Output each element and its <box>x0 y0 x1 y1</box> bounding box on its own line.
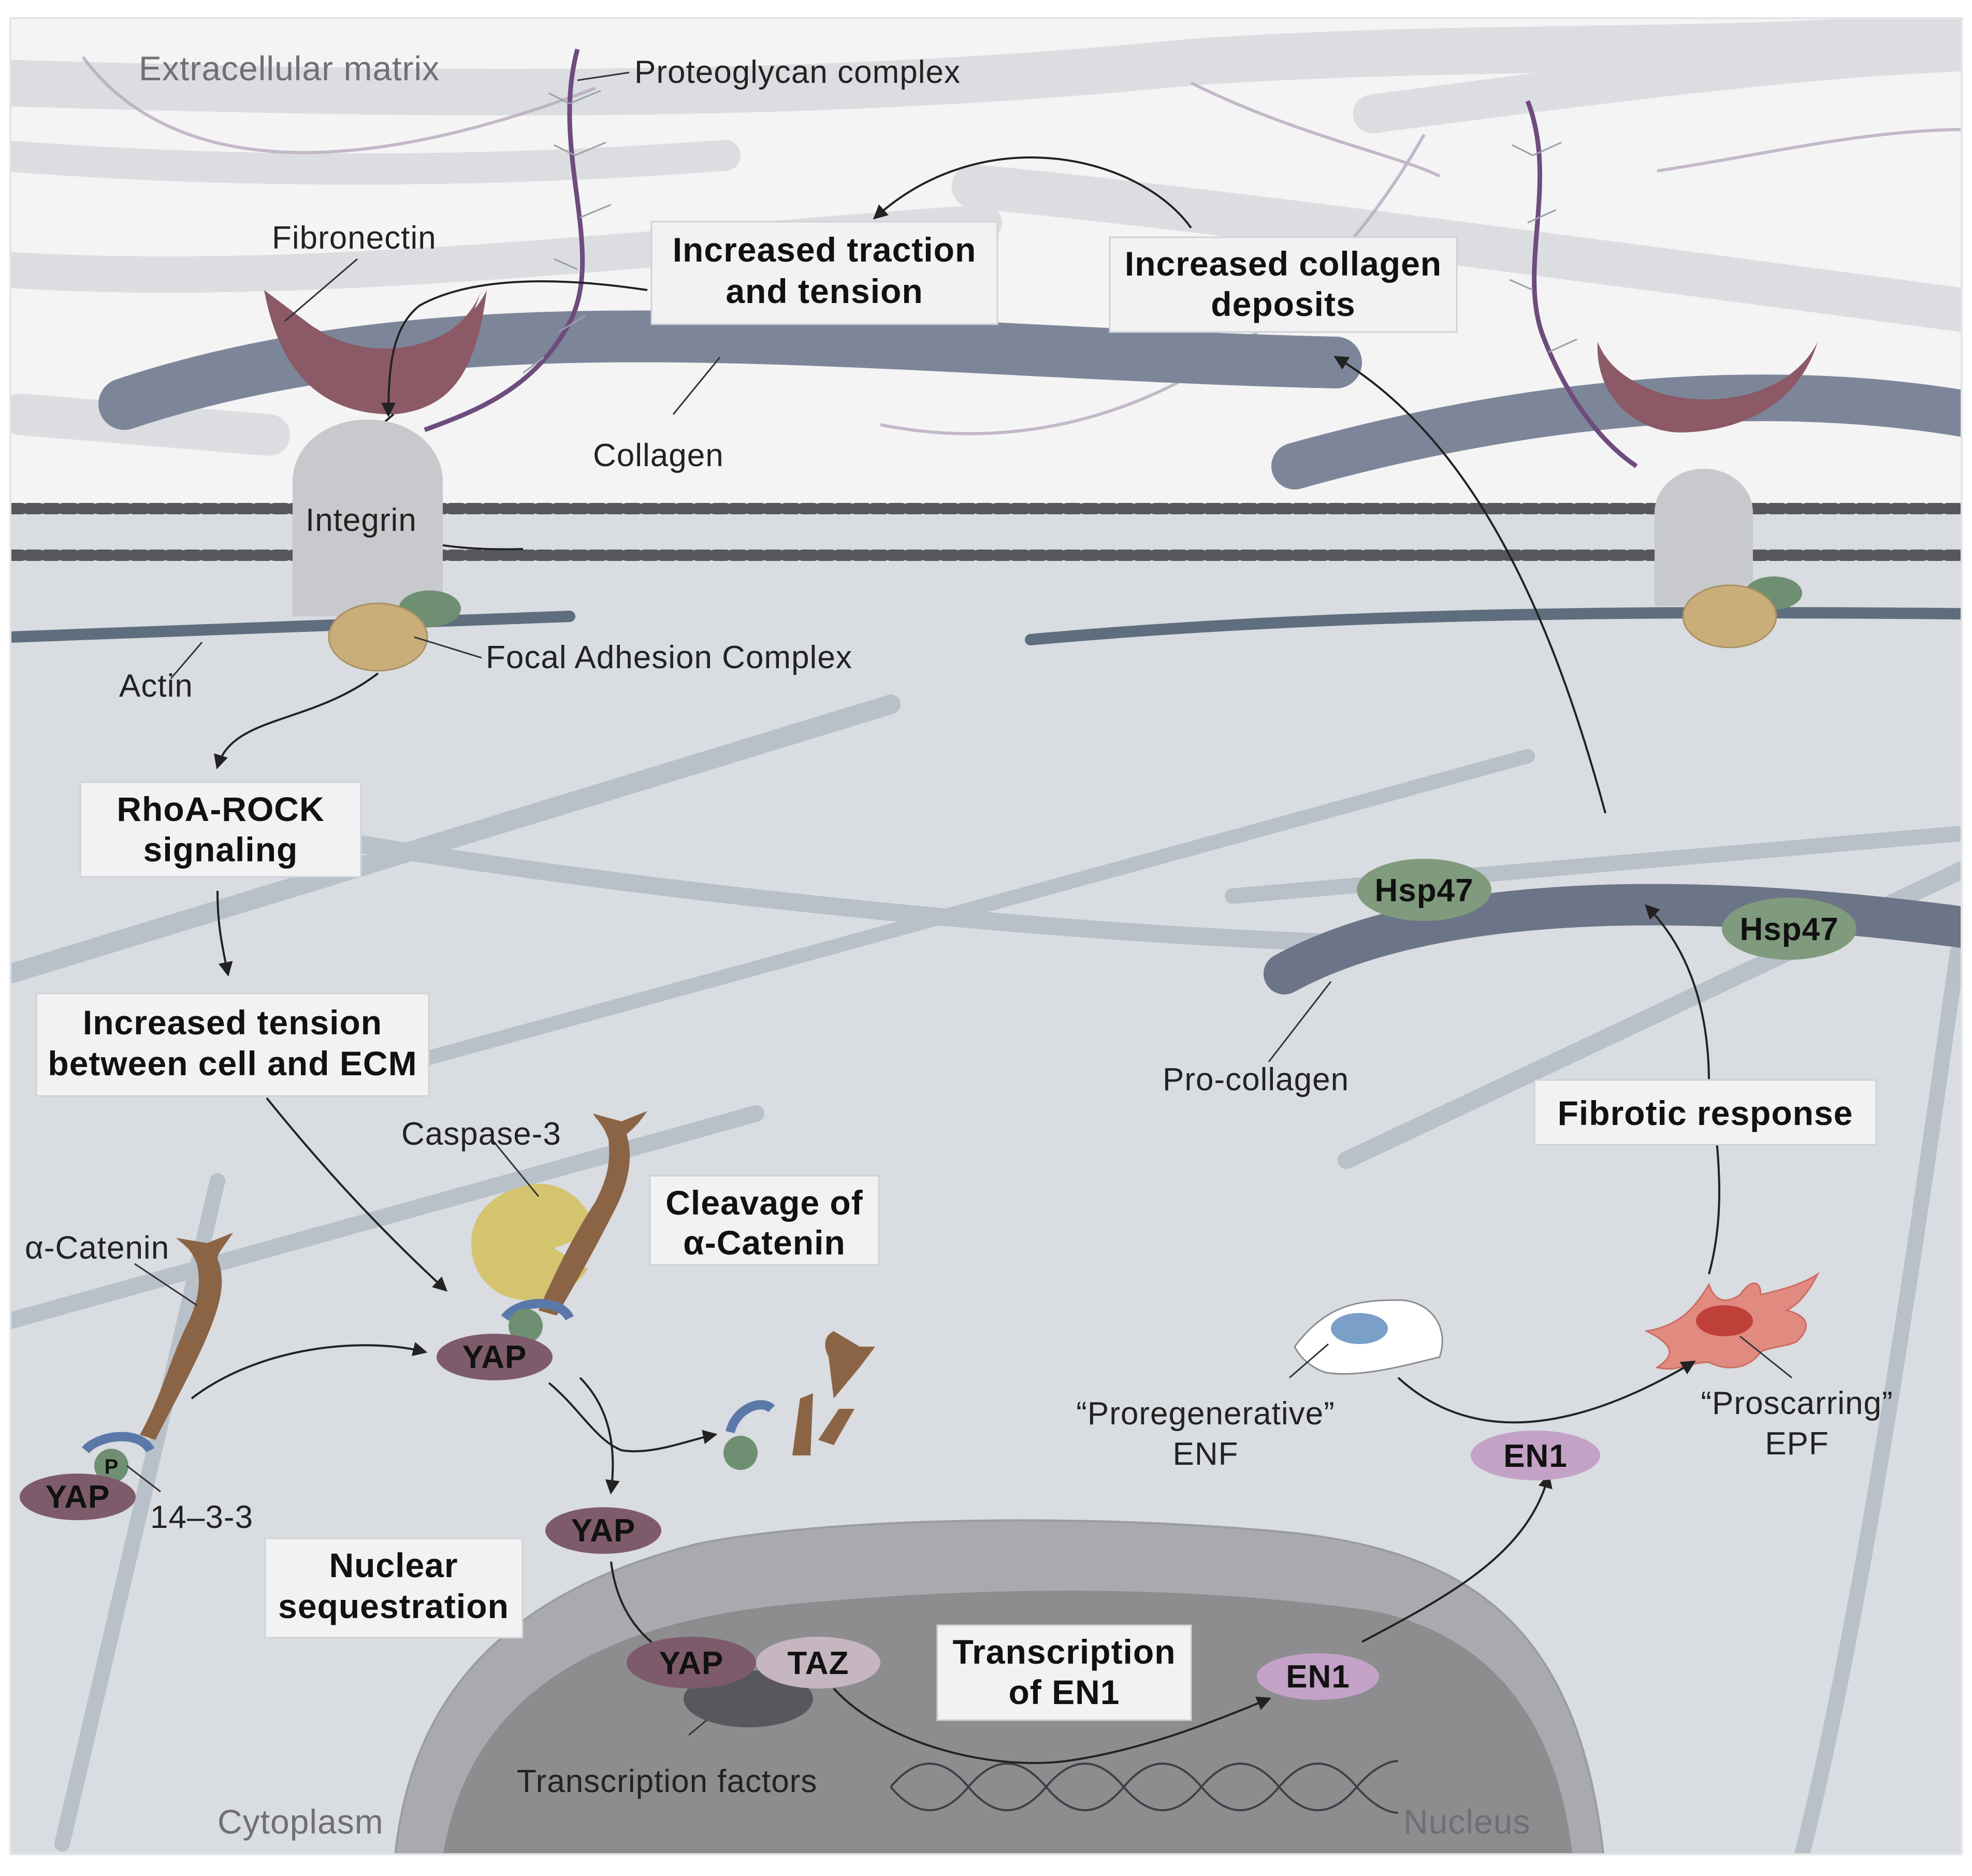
hsp47-left-label: Hsp47 <box>1374 873 1473 908</box>
yap-phospho-site: P <box>105 1455 119 1478</box>
box-transcription: Transcription of EN1 <box>936 1624 1192 1721</box>
box-transcription-line2: of EN1 <box>1008 1673 1120 1711</box>
enf-label-line1: “Proregenerative” <box>1076 1396 1335 1432</box>
box-tension-line2: between cell and ECM <box>48 1044 417 1083</box>
box-cleavage-line1: Cleavage of <box>665 1184 863 1222</box>
collagen-label: Collagen <box>593 438 724 473</box>
14-3-3-label: 14–3-3 <box>150 1499 253 1535</box>
box-tension-ecm: Increased tension between cell and ECM <box>35 992 430 1097</box>
box-rhoa-line2: signaling <box>143 830 298 869</box>
cytoskeleton-fibers <box>10 695 1962 1854</box>
box-tension-line1: Increased tension <box>83 1003 382 1042</box>
yap-nuclear-oval <box>627 1637 756 1689</box>
proteoglycan-complex <box>424 48 1638 468</box>
box-cleavage-line2: α-Catenin <box>683 1223 846 1262</box>
alpha-catenin-shape <box>82 1233 233 1483</box>
box-traction-line1: Increased traction <box>673 230 977 269</box>
actin-filament <box>10 611 575 643</box>
en1-cytoplasm-label: EN1 <box>1503 1438 1568 1474</box>
epf-label-line2: EPF <box>1765 1426 1829 1462</box>
box-collagen-deposits: Increased collagen deposits <box>1109 236 1458 333</box>
taz-label: TAZ <box>788 1646 849 1681</box>
proteoglycan-label: Proteoglycan complex <box>634 54 961 90</box>
hsp47-right-label: Hsp47 <box>1739 912 1838 947</box>
fibronectin-label: Fibronectin <box>272 220 437 256</box>
ecm-region-label: Extracellular matrix <box>139 49 440 88</box>
alpha-catenin-label: α-Catenin <box>25 1230 169 1266</box>
integrin-label: Integrin <box>306 502 417 538</box>
integrin-complex <box>264 290 524 672</box>
focal-adhesion-shape <box>328 602 428 672</box>
box-fibrotic: Fibrotic response <box>1533 1079 1877 1146</box>
yap-nuclear-label: YAP <box>659 1646 724 1681</box>
box-nuclear: Nuclear sequestration <box>264 1537 524 1639</box>
frame-border <box>9 17 1963 1855</box>
collagen-fiber <box>98 310 1362 430</box>
caspase-catenin-shape <box>501 1111 647 1343</box>
actin-filament-right <box>1025 607 1962 645</box>
box-collagen-line1: Increased collagen <box>1125 244 1442 283</box>
yap-taz-complex: YAP TAZ <box>627 1637 880 1727</box>
integrin-complex-right <box>1597 342 1818 648</box>
box-nuclear-line2: sequestration <box>278 1587 509 1625</box>
en1-cytoplasm-oval: EN1 <box>1471 1431 1600 1480</box>
integrin-shape <box>293 420 443 616</box>
box-rhoa: RhoA-ROCK signaling <box>79 781 362 878</box>
actin-label: Actin <box>119 668 193 704</box>
caspase-3-label: Caspase-3 <box>401 1116 561 1152</box>
pro-collagen-label: Pro-collagen <box>1163 1062 1349 1098</box>
nucleus-region-label: Nucleus <box>1403 1802 1530 1841</box>
transcription-factors-label: Transcription factors <box>517 1764 817 1799</box>
box-rhoa-line1: RhoA-ROCK <box>117 790 324 828</box>
box-cleavage: Cleavage of α-Catenin <box>649 1175 880 1266</box>
dna-strand <box>890 1760 1399 1814</box>
yap-free-label: YAP <box>571 1513 636 1549</box>
yap-bound-label: YAP <box>46 1479 110 1515</box>
enf-label-line2: ENF <box>1173 1436 1239 1472</box>
yap-cleaved-label: YAP <box>462 1339 527 1375</box>
box-traction-line2: and tension <box>726 272 923 310</box>
phospho-label: P <box>105 1455 119 1478</box>
yap-cleaved-oval: YAP <box>437 1334 553 1380</box>
focal-adhesion-label: Focal Adhesion Complex <box>486 640 852 675</box>
box-collagen-line2: deposits <box>1211 285 1355 323</box>
flow-arrows <box>191 156 1720 1764</box>
en1-nucleus-oval: EN1 <box>1257 1653 1379 1700</box>
enf-cell <box>1294 1299 1443 1375</box>
box-nuclear-line1: Nuclear <box>329 1546 458 1584</box>
box-transcription-line1: Transcription <box>952 1633 1176 1671</box>
en1-nucleus-label: EN1 <box>1286 1659 1350 1695</box>
epf-cell <box>1644 1272 1820 1370</box>
cytoplasm-region-label: Cytoplasm <box>218 1802 384 1841</box>
box-fibrotic-line1: Fibrotic response <box>1558 1094 1853 1132</box>
hsp47-left-oval: Hsp47 <box>1357 859 1491 921</box>
hsp47-right-oval: Hsp47 <box>1722 898 1857 960</box>
box-traction: Increased traction and tension <box>650 221 998 325</box>
cleaved-fragments <box>723 1331 875 1470</box>
taz-oval <box>756 1637 880 1689</box>
yap-free-oval: YAP <box>545 1507 661 1554</box>
epf-label-line1: “Proscarring” <box>1701 1386 1893 1421</box>
yap-bound-oval: YAP <box>20 1474 136 1520</box>
ecm-background-fibers <box>10 18 1962 456</box>
